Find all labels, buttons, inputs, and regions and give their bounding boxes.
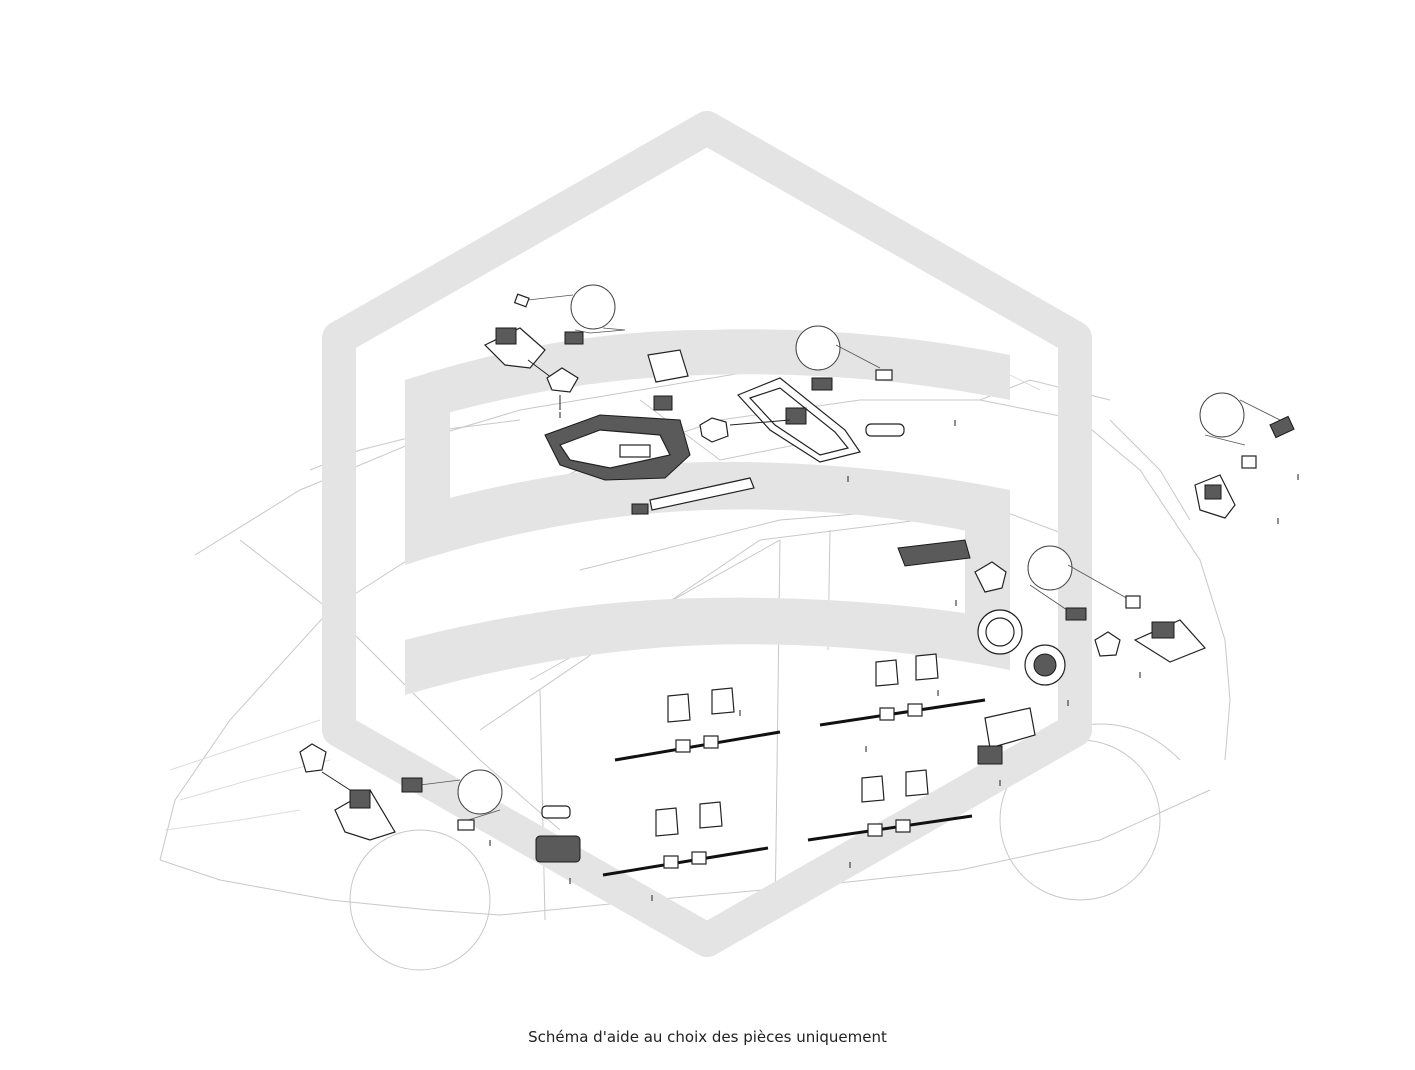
overhead-console (544, 349, 691, 481)
tailgate-lamp-group (1194, 392, 1295, 519)
front-door-switch-group (897, 539, 1207, 765)
wiring-harnesses (602, 653, 986, 877)
centre-dome-lamp (631, 325, 905, 515)
reference-ticks (489, 412, 1299, 901)
diagram-caption: Schéma d'aide au choix des pièces unique… (528, 1028, 887, 1046)
rear-door-lamp-group (299, 743, 581, 863)
rear-reading-lamp-group (483, 284, 626, 410)
